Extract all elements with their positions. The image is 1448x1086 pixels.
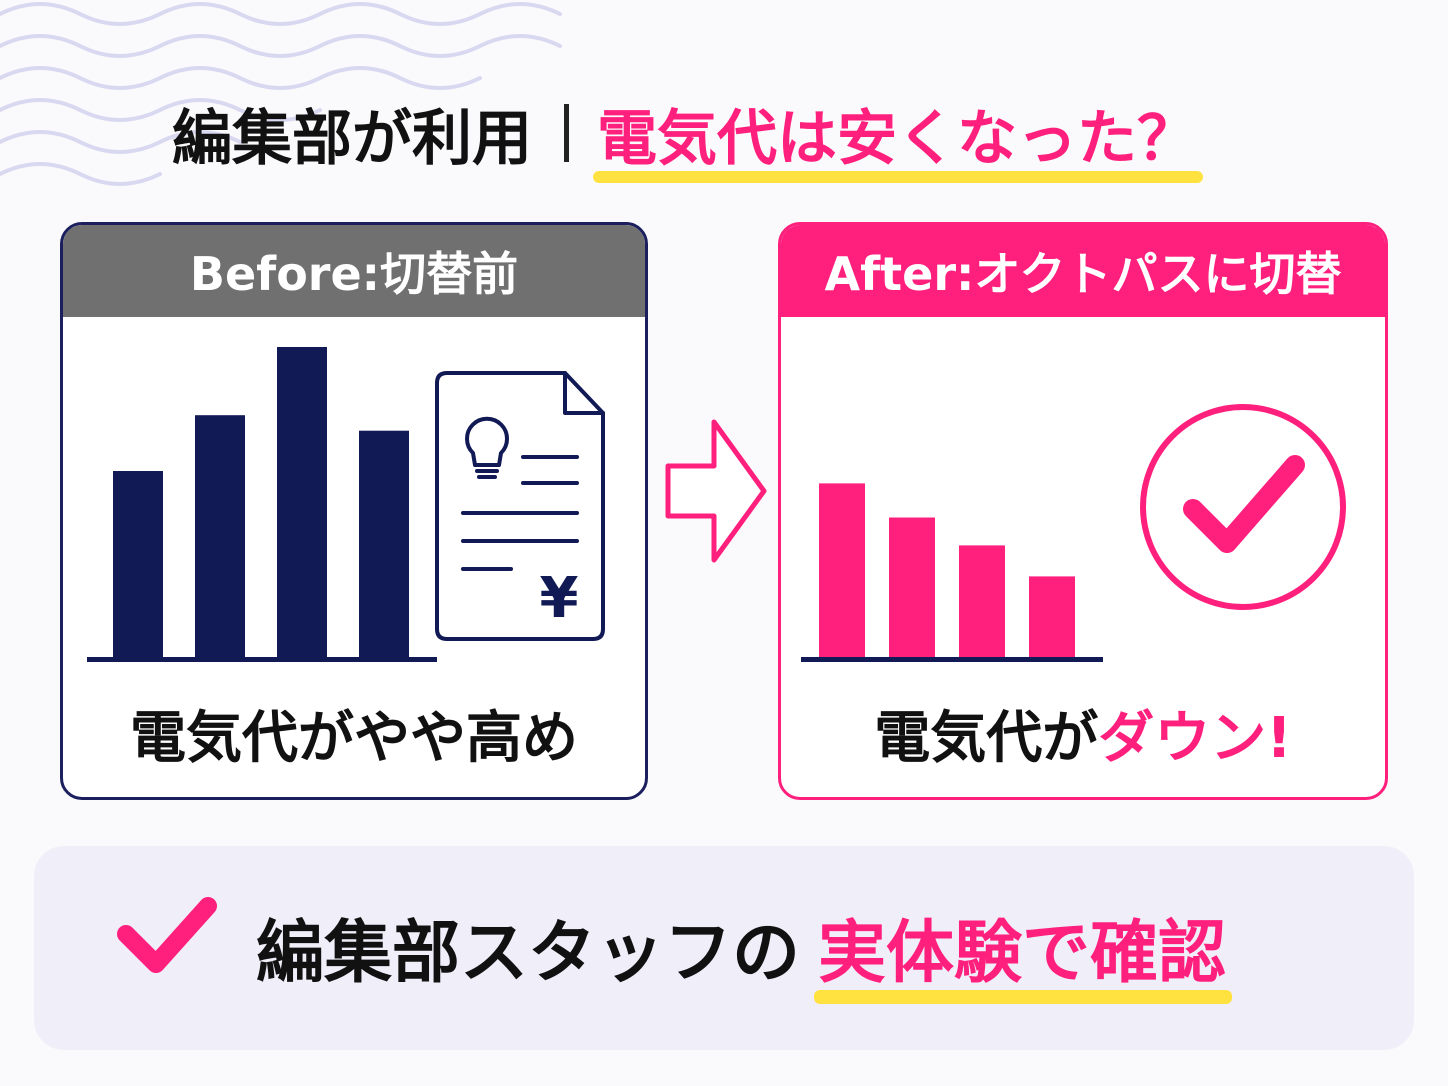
banner-text: 編集部スタッフの 実体験で確認 (256, 897, 1233, 1004)
banner-text-prefix: 編集部スタッフの (256, 913, 801, 993)
after-bar-1 (819, 483, 865, 657)
before-bar-3 (277, 347, 327, 657)
after-bar-chart (801, 404, 1346, 662)
before-baseline (87, 657, 437, 662)
currency-symbol: ¥ (540, 566, 579, 631)
after-bar-2 (889, 517, 935, 657)
banner-text-highlight: 実体験で確認 (814, 897, 1233, 1004)
circle-check-icon (1140, 404, 1346, 610)
before-caption: 電気代がやや高め (130, 706, 578, 771)
before-bar-4 (359, 430, 409, 657)
before-panel: Before:切替前 ¥ 電気代がやや高め (60, 222, 648, 800)
title-left: 編集部が利用 (172, 103, 532, 174)
after-bar-3 (959, 545, 1005, 657)
check-icon (117, 897, 217, 973)
after-baseline (801, 657, 1103, 662)
after-panel: After:オクトパスに切替 電気代がダウン! (778, 222, 1388, 800)
before-bar-1 (113, 471, 163, 657)
bottom-banner (34, 846, 1414, 1050)
electricity-bill-document-icon (435, 371, 605, 641)
before-bar-chart: ¥ (87, 347, 605, 662)
after-bar-4 (1029, 576, 1075, 657)
after-caption-highlight: ダウン! (1098, 706, 1292, 771)
title-separator (564, 104, 569, 162)
after-header: After:オクトパスに切替 (781, 225, 1385, 317)
wave-decoration (0, 2, 562, 186)
right-arrow-icon (665, 419, 767, 563)
after-caption-prefix: 電気代が (874, 706, 1099, 771)
before-bar-2 (195, 415, 245, 657)
before-header: Before:切替前 (63, 225, 645, 317)
after-caption: 電気代がダウン! (781, 693, 1385, 774)
page-title: 編集部が利用 電気代は安くなった？ (172, 88, 1203, 183)
title-highlight: 電気代は安くなった？ (593, 90, 1203, 183)
